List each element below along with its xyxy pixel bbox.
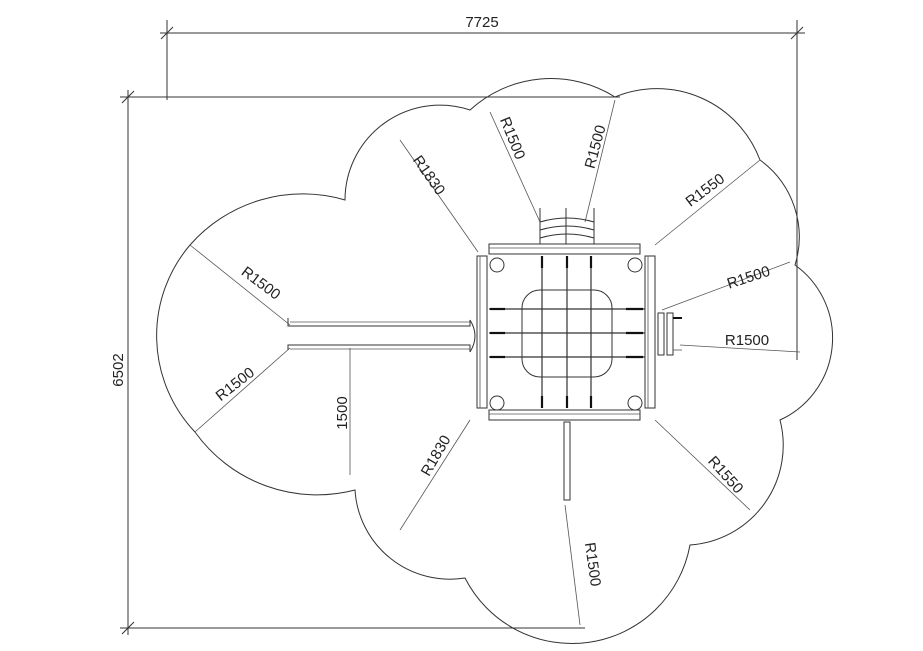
radius-label: R1500 xyxy=(238,263,284,303)
radius-label: R1830 xyxy=(418,432,455,479)
radius-label: R1500 xyxy=(213,364,258,405)
steps xyxy=(657,312,682,356)
ladder xyxy=(539,208,595,244)
height-label: 6502 xyxy=(110,353,127,386)
slide xyxy=(287,318,476,353)
radius-leaders xyxy=(189,99,801,626)
radius-labels: R1830 R1500 R1500 R1550 R1500 R1500 R155… xyxy=(213,115,773,588)
path-width-label: 1500 xyxy=(334,396,351,429)
radius-label: R1500 xyxy=(581,541,604,587)
width-dimension: 7725 xyxy=(160,14,805,360)
safety-zone-outline xyxy=(156,78,834,644)
height-dimension: 6502 xyxy=(110,90,620,635)
radius-label: R1500 xyxy=(725,263,772,293)
radius-label: R1500 xyxy=(496,115,528,162)
radius-label: R1500 xyxy=(725,332,769,349)
pole xyxy=(563,421,571,501)
width-label: 7725 xyxy=(465,14,498,31)
radius-label: R1550 xyxy=(704,453,746,497)
radius-label: R1500 xyxy=(582,123,610,170)
tower xyxy=(476,243,656,421)
radius-label: R1830 xyxy=(409,152,448,198)
